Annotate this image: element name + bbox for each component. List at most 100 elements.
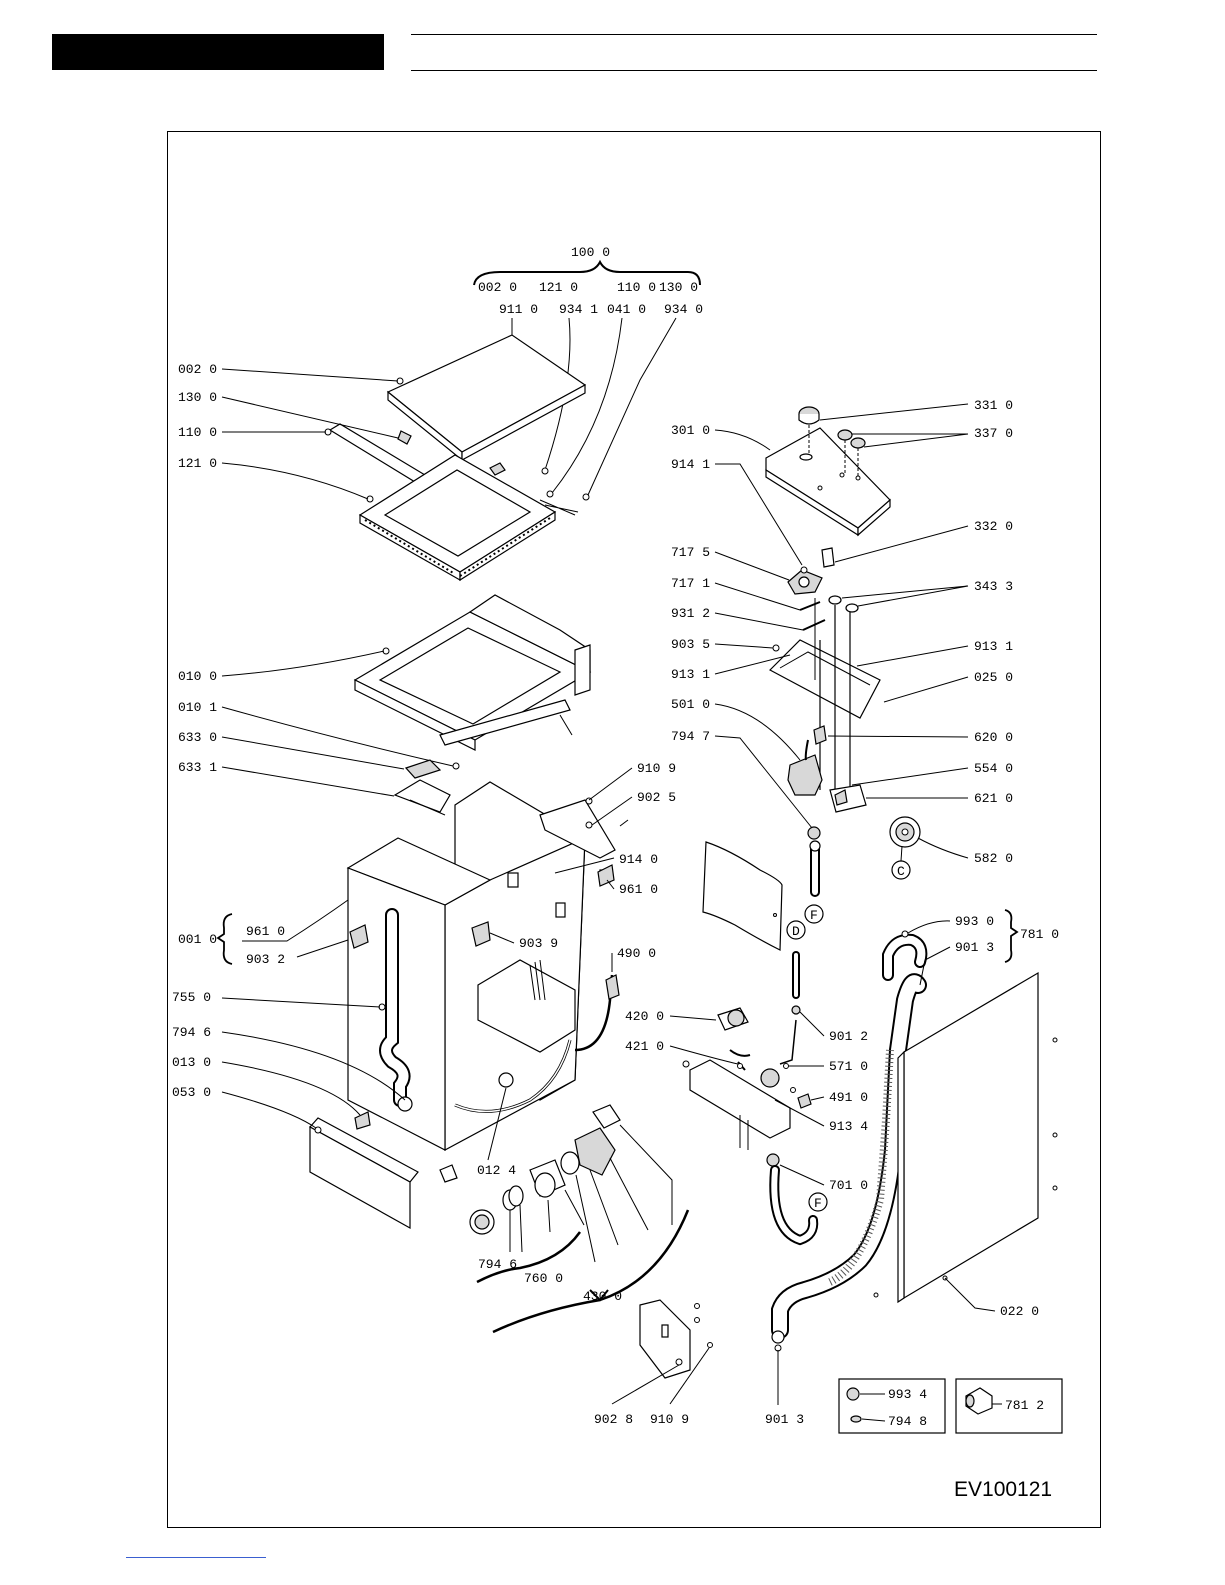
marker-d: D	[792, 924, 800, 939]
callout-554-0: 554 0	[974, 761, 1013, 776]
drawing-code: EV100121	[954, 1478, 1052, 1501]
marker-f-top: F	[810, 908, 818, 923]
callout-621-0: 621 0	[974, 791, 1013, 806]
callout-914-1: 914 1	[671, 457, 710, 472]
callout-025-0: 025 0	[974, 670, 1013, 685]
side-panel-022	[873, 971, 1058, 1304]
pump-group: 794 6 760 0 430 0	[469, 1104, 690, 1334]
left-callouts-top: 002 0 130 0 110 0 121 0	[178, 362, 399, 500]
callout-490-0: 490 0	[617, 946, 656, 961]
callout-501-0: 501 0	[671, 697, 710, 712]
left-callouts-cabinet: 001 0 961 0 903 2 755 0 794 6 013 0 053 …	[172, 899, 406, 1129]
header-black-bar	[52, 34, 384, 70]
callout-012-4: 012 4	[477, 1163, 516, 1178]
header-rule-top	[411, 34, 1097, 35]
callout-717-5: 717 5	[671, 545, 710, 560]
callout-717-1: 717 1	[671, 576, 710, 591]
legend-box-right: 781 2	[955, 1378, 1063, 1434]
callout-701-0: 701 0	[829, 1178, 868, 1193]
callout-002-0: 002 0	[178, 362, 217, 377]
callout-571-0: 571 0	[829, 1059, 868, 1074]
callout-755-0: 755 0	[172, 990, 211, 1005]
callout-002-0-top: 002 0	[478, 280, 517, 295]
callout-121-0: 121 0	[178, 456, 217, 471]
plinth-053	[309, 1117, 419, 1230]
cabinet	[346, 781, 629, 1183]
callout-901-3-top: 901 3	[955, 940, 994, 955]
callout-331-0: 331 0	[974, 398, 1013, 413]
valve-callouts: 420 0 421 0 901 2 571 0 491 0 913 4 701 …	[625, 1009, 868, 1193]
callout-332-0: 332 0	[974, 519, 1013, 534]
callout-903-2: 903 2	[246, 952, 285, 967]
callout-931-2: 931 2	[671, 606, 710, 621]
callout-961-0-left: 961 0	[246, 924, 285, 939]
right-callouts-panel-left: 301 0 914 1 717 5 717 1 931 2 903 5 913 …	[671, 423, 813, 829]
callout-910-9-mid: 910 9	[637, 761, 676, 776]
callout-053-0: 053 0	[172, 1085, 211, 1100]
callout-993-4: 993 4	[888, 1387, 927, 1402]
callout-110-0: 110 0	[178, 425, 217, 440]
callout-902-5: 902 5	[637, 790, 676, 805]
bottom-bracket: 902 8 910 9	[594, 1299, 713, 1427]
callout-010-0: 010 0	[178, 669, 217, 684]
part-633	[393, 759, 469, 821]
callout-902-8: 902 8	[594, 1412, 633, 1427]
callout-582-0: 582 0	[974, 851, 1013, 866]
callout-013-0: 013 0	[172, 1055, 211, 1070]
callout-420-0: 420 0	[625, 1009, 664, 1024]
legend-box-left: 993 4 794 8	[838, 1378, 946, 1434]
callout-934-1: 934 1	[559, 302, 598, 317]
callout-934-0: 934 0	[664, 302, 703, 317]
callout-794-8: 794 8	[888, 1414, 927, 1429]
callout-913-1-right: 913 1	[974, 639, 1013, 654]
callout-633-0: 633 0	[178, 730, 217, 745]
callout-301-0: 301 0	[671, 423, 710, 438]
callout-337-0: 337 0	[974, 426, 1013, 441]
callout-910-9-bottom: 910 9	[650, 1412, 689, 1427]
callout-343-3: 343 3	[974, 579, 1013, 594]
left-callouts-door: 010 0 010 1 633 0 633 1	[178, 650, 454, 797]
callout-903-5: 903 5	[671, 637, 710, 652]
callout-914-0: 914 0	[619, 852, 658, 867]
callout-430-0: 430 0	[583, 1289, 622, 1304]
worktop-assembly	[324, 334, 590, 582]
marker-c: C	[897, 864, 905, 879]
callout-022-0: 022 0	[1000, 1304, 1039, 1319]
hose-callouts: 993 0 901 3 781 0 022 0 901 3	[765, 909, 1059, 1427]
callout-130-0: 130 0	[178, 390, 217, 405]
callout-794-6-left: 794 6	[172, 1025, 211, 1040]
manual-sheet	[702, 841, 783, 951]
callout-110-0-top: 110 0	[617, 280, 656, 295]
callout-121-0-top: 121 0	[539, 280, 578, 295]
callout-633-1: 633 1	[178, 760, 217, 775]
callout-421-0: 421 0	[625, 1039, 664, 1054]
callout-620-0: 620 0	[974, 730, 1013, 745]
right-callouts-panel-right: 331 0 337 0 332 0 343 3 913 1 025 0 620 …	[819, 398, 1013, 866]
callout-901-3-bottom: 901 3	[765, 1412, 804, 1427]
drawing-frame	[167, 131, 1101, 1528]
door-assembly	[353, 594, 592, 770]
callout-760-0: 760 0	[524, 1271, 563, 1286]
callout-010-1: 010 1	[178, 700, 217, 715]
callout-781-2: 781 2	[1005, 1398, 1044, 1413]
callout-491-0: 491 0	[829, 1090, 868, 1105]
callout-041-0: 041 0	[607, 302, 646, 317]
callout-903-9: 903 9	[519, 936, 558, 951]
callout-993-0: 993 0	[955, 914, 994, 929]
callout-001-0: 001 0	[178, 932, 217, 947]
marker-f-bottom: F	[814, 1196, 822, 1211]
callout-781-0: 781 0	[1020, 927, 1059, 942]
header-rule-bottom	[411, 70, 1097, 71]
callout-130-0-top: 130 0	[659, 280, 698, 295]
callout-901-2: 901 2	[829, 1029, 868, 1044]
callout-911-0: 911 0	[499, 302, 538, 317]
callout-794-7: 794 7	[671, 729, 710, 744]
callout-961-0-mid: 961 0	[619, 882, 658, 897]
control-panel: F C	[765, 406, 921, 924]
drain-hose	[771, 930, 928, 1352]
footer-link-rule	[126, 1557, 266, 1558]
callout-794-6-bottom: 794 6	[478, 1257, 517, 1272]
callout-913-4: 913 4	[829, 1119, 868, 1134]
mid-callouts: 910 9 902 5 914 0 961 0 903 9 490 0 012 …	[477, 761, 676, 1178]
